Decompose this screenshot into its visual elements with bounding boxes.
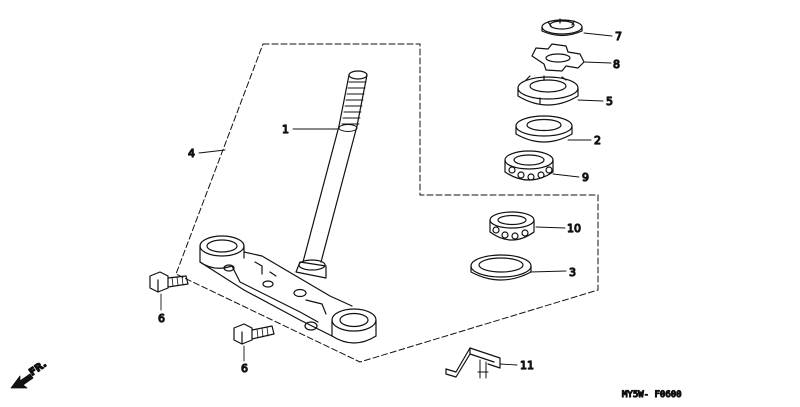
callout-9: 9 <box>582 171 589 184</box>
adjusting-nut-part <box>517 75 579 106</box>
lower-race-part <box>470 254 532 281</box>
steering-stem-part <box>295 70 368 279</box>
lock-nut-part <box>541 18 583 37</box>
bracket-part <box>445 347 501 379</box>
callout-11: 11 <box>520 359 534 372</box>
callout-5: 5 <box>606 95 613 108</box>
callout-6-lower: 6 <box>241 362 248 375</box>
flange-bolt-part-lower <box>233 323 275 345</box>
assembly-boundary-dashed-line <box>175 43 599 363</box>
upper-race-part <box>515 115 573 143</box>
callout-2: 2 <box>594 134 601 147</box>
callout-6-upper: 6 <box>158 312 165 325</box>
lock-washer-part <box>531 43 585 72</box>
leader-lines <box>160 32 613 366</box>
callout-10: 10 <box>567 222 581 235</box>
drawing-code-label: MY5W- F0600 <box>622 390 682 400</box>
callout-7: 7 <box>615 30 622 43</box>
callout-8: 8 <box>613 58 620 71</box>
callout-3: 3 <box>569 266 576 279</box>
front-direction-arrow-icon <box>10 373 34 389</box>
lower-bearing-part <box>489 211 535 241</box>
flange-bolt-part-upper <box>149 271 189 293</box>
callout-4: 4 <box>188 147 195 160</box>
upper-bearing-part <box>504 150 554 181</box>
bottom-bridge-part <box>199 235 377 344</box>
front-direction-label: FR. <box>27 359 48 379</box>
callout-1: 1 <box>282 123 289 136</box>
